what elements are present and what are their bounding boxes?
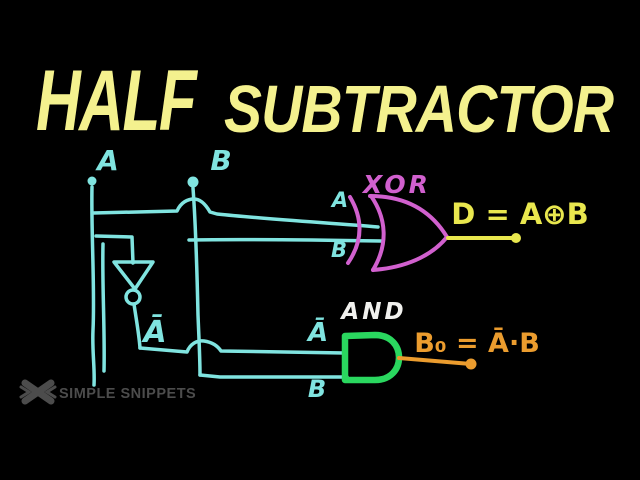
borrow-formula: B₀ = Ā·B [414,327,540,359]
wire-b-to-and [198,373,349,379]
wire-a-to-not-branch [94,234,135,265]
not-output-abar-label: Ā [141,314,166,350]
xor-gate-top-edge [368,194,449,239]
wire-not-output [132,302,142,350]
wire-abar-to-and [138,339,347,355]
and-gate-label: AND [339,299,406,325]
wire-group [90,185,383,387]
xor-gate-body-arc [369,194,386,272]
page-title-word-subtractor: SUBTRACTOR [224,72,614,147]
and-output-dot [465,358,477,370]
wire-input-a-vertical [90,185,96,387]
wire-b-to-xor [187,237,383,243]
wire-and-output [397,356,473,366]
difference-formula: D = A⊕B [451,197,588,231]
xor-gate [346,194,449,272]
and-gate [341,331,403,384]
input-a-label: A [95,144,119,177]
xor-gate-bottom-edge [371,235,449,272]
not-gate-bubble-icon [124,288,142,306]
and-input-abar-label: Ā [306,316,328,348]
input-b-terminal-dot [187,176,199,188]
xor-input-b-label: B [331,238,347,262]
watermark-x-icon [21,379,55,405]
watermark-logo-icon [19,379,57,405]
watermark-brand-text: SIMPLE SNIPPETS [59,386,196,402]
not-gate-triangle [112,260,155,291]
and-input-b-label: B [308,375,326,403]
watermark-chevrons-icon [19,385,57,399]
xor-output-dot [511,233,521,243]
page-title-word-half: HALF [36,53,197,149]
xor-input-a-label: A [330,188,348,212]
wire-a-to-xor [91,197,380,229]
xor-gate-label: XOR [361,170,431,199]
wire-input-b-vertical [191,186,202,377]
xor-gate-input-arc [346,195,362,265]
input-b-label: B [210,144,231,177]
input-a-terminal-dot [87,176,97,186]
wire-input-a-vertical-2 [101,242,106,373]
